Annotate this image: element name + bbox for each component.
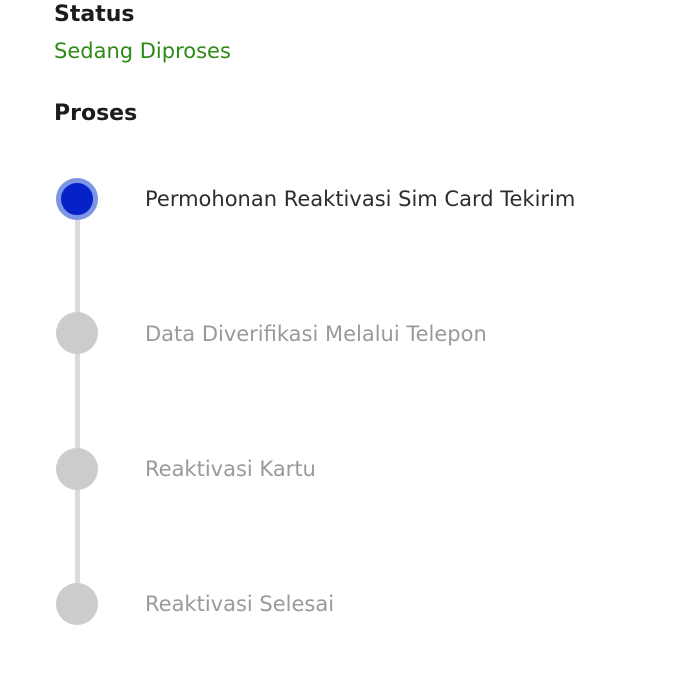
step-indicator-pending	[56, 312, 98, 354]
step-indicator-active	[56, 178, 98, 220]
timeline-connector	[75, 487, 80, 585]
status-value: Sedang Diproses	[54, 39, 231, 63]
step-label-completed: Reaktivasi Selesai	[145, 592, 335, 616]
process-heading: Proses	[54, 101, 138, 126]
step-label-verification: Data Diverifikasi Melalui Telepon	[145, 322, 487, 346]
timeline-connector	[75, 352, 80, 450]
step-indicator-pending	[56, 448, 98, 490]
step-label-reactivation: Reaktivasi Kartu	[145, 457, 316, 481]
timeline-connector	[75, 218, 80, 314]
step-label-submitted: Permohonan Reaktivasi Sim Card Tekirim	[145, 187, 576, 211]
status-heading: Status	[54, 2, 135, 27]
step-indicator-pending	[56, 583, 98, 625]
